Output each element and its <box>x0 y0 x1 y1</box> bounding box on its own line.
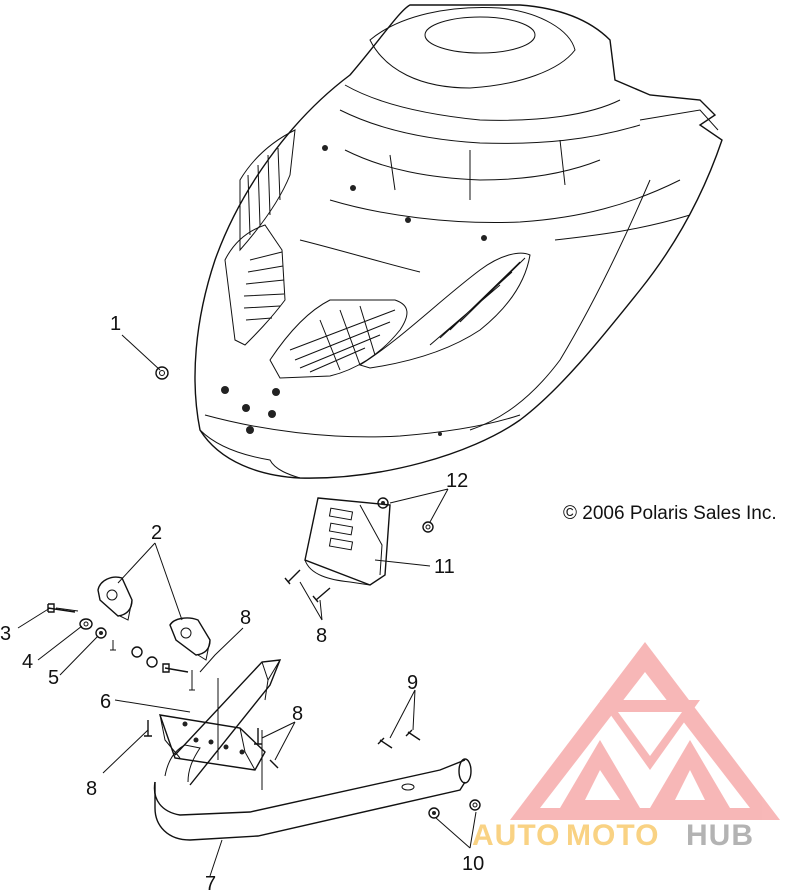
callout-2: 2 <box>151 522 162 544</box>
callout-9: 9 <box>407 672 418 694</box>
part-8-screws-upper <box>284 569 331 603</box>
callout-11: 11 <box>434 556 455 578</box>
hood-ridge-3 <box>344 149 601 181</box>
callout-3: 3 <box>0 623 11 645</box>
hood-ridge-2 <box>339 109 641 144</box>
hood-center-intake <box>269 299 408 379</box>
callout-8-plate: 8 <box>316 625 327 647</box>
callout-4: 4 <box>22 651 33 673</box>
hood-outline <box>194 4 723 479</box>
callout-6: 6 <box>100 691 111 713</box>
callout-8-lower-right: 8 <box>292 703 303 725</box>
watermark-text-auto: AUTO <box>472 819 560 852</box>
copyright-notice: © 2006 Polaris Sales Inc. <box>563 503 777 524</box>
hood-left-vent-lower <box>224 224 286 346</box>
hood-left-vent-upper <box>239 129 296 252</box>
part-2-bracket-left <box>97 576 133 621</box>
part-12-nut-a <box>377 497 389 509</box>
hood-lower-crease <box>204 414 521 438</box>
watermark-text-moto: MOTO <box>566 819 659 852</box>
callout-8-lower-left: 8 <box>86 778 97 800</box>
hood-center-grille <box>289 305 396 373</box>
part-1-nut <box>155 366 169 380</box>
part-10-nuts <box>428 799 481 819</box>
watermark-logo: AUTO MOTO HUB <box>472 642 780 852</box>
hood-front-lip <box>199 429 301 479</box>
callout-labels: 1 2 3 4 5 6 7 8 8 8 8 9 10 11 12 <box>0 313 484 895</box>
hood-left-grille <box>243 251 285 321</box>
part-4-washer <box>79 618 93 630</box>
callout-10: 10 <box>462 853 484 875</box>
hood-ridge-4 <box>389 139 566 200</box>
hood-gauge-opening <box>424 16 536 54</box>
part-5-nut <box>95 627 107 639</box>
hood-right-intake <box>358 252 531 369</box>
part-8-screws-lower <box>144 720 279 769</box>
part-9-bolts <box>377 729 421 749</box>
callout-1: 1 <box>110 313 121 335</box>
hood-right-grille <box>429 257 526 346</box>
watermark-text-hub: HUB <box>686 819 754 852</box>
part-2-bracket-right <box>169 617 211 661</box>
hood-top-cap <box>369 7 576 89</box>
part-3-bolt <box>47 603 79 613</box>
callout-7: 7 <box>205 873 216 895</box>
part-bracket-hardware <box>110 640 195 691</box>
part-6-mount-bracket <box>158 714 266 771</box>
hood-side-crease <box>299 214 691 273</box>
hood-right-flank <box>469 109 719 431</box>
callout-12: 12 <box>446 470 468 492</box>
hood-ridge-1 <box>344 84 621 121</box>
triangle-mountain-logo-icon <box>510 642 780 820</box>
part-12-nut-b <box>422 521 434 533</box>
hood-mounting-holes <box>221 145 487 436</box>
callout-5: 5 <box>48 667 59 689</box>
part-7-front-bumper <box>153 659 472 841</box>
leader-lines <box>17 334 477 877</box>
part-11-mount-plate <box>304 497 391 586</box>
hood-left-vent-louver <box>247 147 281 236</box>
hood-assembly <box>194 4 723 479</box>
callout-8-upper-bracket: 8 <box>240 607 251 629</box>
hood-panel-line <box>329 179 681 224</box>
